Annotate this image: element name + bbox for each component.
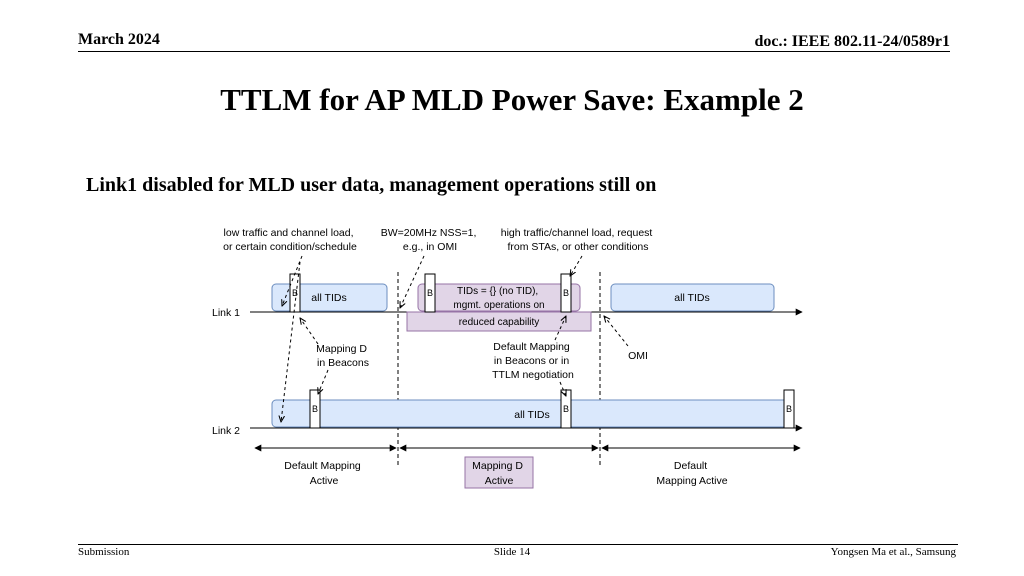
phase-label-default-1: Default Mapping Active: [284, 460, 363, 487]
link1-all-tids-label-2: all TIDs: [674, 292, 709, 304]
arrow-default-mapping-to-link2-beacon: [559, 381, 566, 396]
link1-all-tids-box-2: [610, 283, 775, 312]
arrow-omi-to-separator: [604, 316, 629, 347]
arrow-low-traffic-to-link2: [281, 261, 301, 422]
footer-slide-number: Slide 14: [493, 546, 531, 558]
link1-beacon-3-label: B: [563, 288, 569, 298]
link1-beacon-1-label: B: [292, 288, 298, 298]
annotation-omi: OMI: [628, 350, 648, 362]
link2-beacon-3: [783, 389, 795, 429]
header-divider: [78, 51, 950, 52]
link1-no-tid-box: [417, 283, 581, 312]
link2-beacon-3-label: B: [786, 404, 792, 414]
annotation-default-mapping: Default Mapping in Beacons or in TTLM ne…: [492, 341, 574, 381]
arrow-low-traffic-to-link1: [282, 255, 303, 306]
link2-beacon-1-label: B: [312, 404, 318, 414]
link1-no-tid-label: TIDs = {} (no TID), mgmt. operations on: [453, 286, 544, 311]
arrow-default-mapping-to-link1-beacon: [554, 316, 566, 341]
link1-all-tids-label-1: all TIDs: [311, 292, 346, 304]
annotation-low-traffic: low traffic and channel load, or certain…: [223, 227, 357, 253]
arrow-mapping-d-to-link1-beacon: [300, 318, 319, 345]
link1-beacon-3: [560, 273, 572, 313]
phase-box-mapping-d: [464, 456, 534, 489]
annotation-high-traffic: high traffic/channel load, request from …: [501, 227, 656, 253]
footer-divider: [78, 544, 958, 545]
footer-submission: Submission: [78, 546, 130, 558]
link2-beacon-2-label: B: [563, 404, 569, 414]
link1-label: Link 1: [212, 307, 240, 319]
link1-reduced-capability-box: [406, 311, 592, 332]
link1-beacon-2-label: B: [427, 288, 433, 298]
header-doc-id: doc.: IEEE 802.11-24/0589r1: [754, 33, 950, 50]
phase-label-mapping-d: Mapping D Active: [472, 460, 526, 487]
phase-label-default-2: Default Mapping Active: [656, 460, 727, 487]
link2-beacon-1: [309, 389, 321, 429]
link2-all-tids-label: all TIDs: [514, 409, 549, 421]
slide-subtitle: Link1 disabled for MLD user data, manage…: [86, 174, 657, 196]
link1-beacon-2: [424, 273, 436, 313]
link2-label: Link 2: [212, 425, 240, 437]
footer-authors: Yongsen Ma et al., Samsung: [830, 546, 956, 558]
link1-all-tids-box-1: [271, 283, 388, 312]
arrow-high-traffic-to-beacon: [570, 255, 583, 276]
slide-title: TTLM for AP MLD Power Save: Example 2: [220, 82, 804, 117]
annotation-bw: BW=20MHz NSS=1, e.g., in OMI: [381, 227, 480, 253]
link1-reduced-capability-label: reduced capability: [459, 317, 540, 328]
arrow-mapping-d-to-link2-beacon: [318, 369, 329, 394]
annotation-mapping-d-beacons: Mapping D in Beacons: [316, 343, 370, 369]
header-date: March 2024: [78, 31, 160, 48]
